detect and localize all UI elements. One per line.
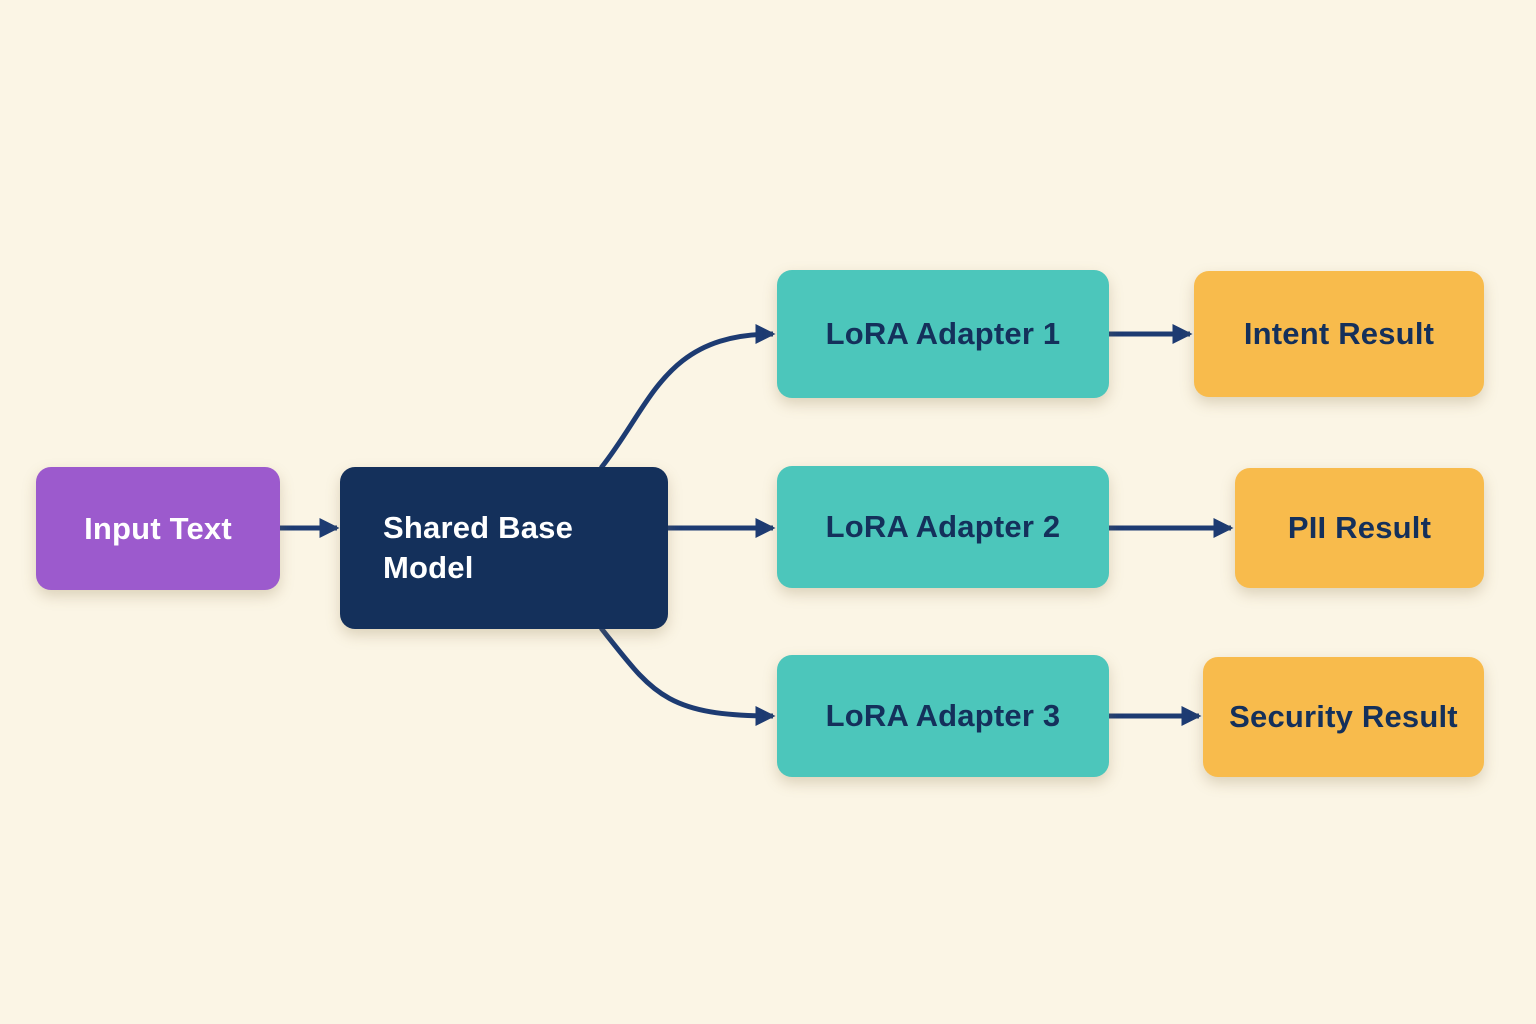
node-label: Shared Base Model — [383, 510, 574, 585]
node-label: Intent Result — [1243, 316, 1435, 351]
node-shared-base-model: Shared Base Model — [340, 467, 668, 629]
node-lora-adapter-1: LoRA Adapter 1 — [777, 270, 1109, 398]
node-pii-result: PII Result — [1235, 468, 1484, 588]
edge-base-adapter3 — [599, 626, 776, 726]
node-label: PII Result — [1287, 510, 1432, 545]
node-label: LoRA Adapter 3 — [825, 698, 1061, 733]
node-intent-result: Intent Result — [1194, 271, 1484, 397]
node-label: LoRA Adapter 1 — [825, 316, 1061, 351]
node-input-text: Input Text — [36, 467, 280, 590]
edge-base-adapter1 — [599, 324, 776, 470]
node-label: Security Result — [1229, 699, 1458, 734]
node-label: Input Text — [84, 510, 232, 546]
node-lora-adapter-3: LoRA Adapter 3 — [777, 655, 1109, 777]
node-lora-adapter-2: LoRA Adapter 2 — [777, 466, 1109, 588]
node-label: LoRA Adapter 2 — [825, 509, 1061, 544]
node-security-result: Security Result — [1203, 657, 1484, 777]
